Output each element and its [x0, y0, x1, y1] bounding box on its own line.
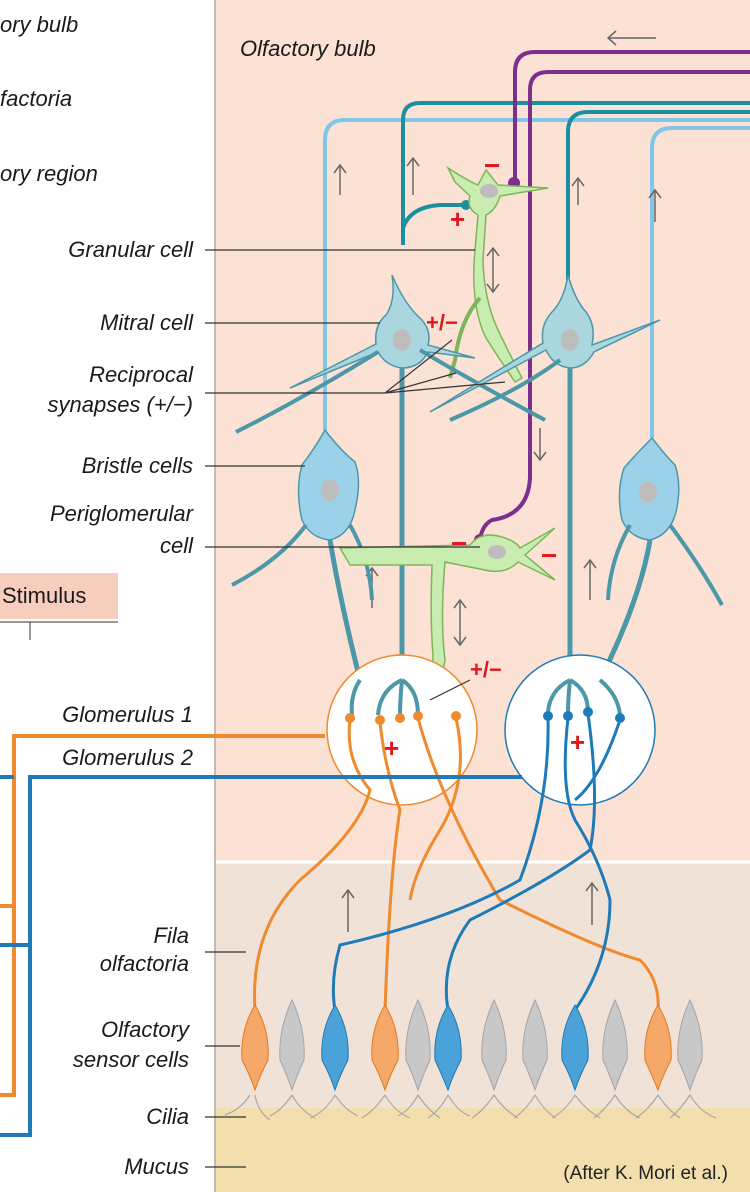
- sign-minus-periglomerular-left: −: [451, 528, 467, 560]
- sign-plus-granular: +: [450, 204, 465, 235]
- label-cilia: Cilia: [146, 1104, 189, 1130]
- label-top-region: ory region: [0, 161, 98, 187]
- sign-plus-glomerulus-1: +: [384, 733, 399, 764]
- sign-plus-minus-mitral: +/−: [426, 310, 458, 336]
- sign-minus-periglomerular-right: −: [541, 540, 557, 572]
- label-fila-line1: Fila: [154, 923, 189, 949]
- sign-plus-glomerulus-2: +: [570, 727, 585, 758]
- label-granular-cell: Granular cell: [68, 237, 193, 263]
- label-periglomerular-line2: cell: [160, 533, 193, 559]
- label-glomerulus-1: Glomerulus 1: [62, 702, 193, 728]
- label-top-bulb: ory bulb: [0, 12, 78, 38]
- label-reciprocal-line1: Reciprocal: [89, 362, 193, 388]
- label-fila-line2: olfactoria: [100, 951, 189, 977]
- label-reciprocal-line2: synapses (+/−): [47, 392, 193, 418]
- label-mitral-cell: Mitral cell: [100, 310, 193, 336]
- label-glomerulus-2: Glomerulus 2: [62, 745, 193, 771]
- label-olfactory-bulb: Olfactory bulb: [240, 36, 376, 62]
- sign-plus-minus-glomerulus: +/−: [470, 657, 502, 683]
- label-sensor-line1: Olfactory: [101, 1017, 189, 1043]
- figure-credit: (After K. Mori et al.): [563, 1163, 728, 1185]
- sign-minus-granular: −: [484, 150, 500, 182]
- label-bristle-cells: Bristle cells: [82, 453, 193, 479]
- label-sensor-line2: sensor cells: [73, 1047, 189, 1073]
- label-top-factoria: factoria: [0, 86, 72, 112]
- label-mucus: Mucus: [124, 1154, 189, 1180]
- label-periglomerular-line1: Periglomerular: [50, 501, 193, 527]
- stimulus-box: Stimulus: [0, 573, 118, 619]
